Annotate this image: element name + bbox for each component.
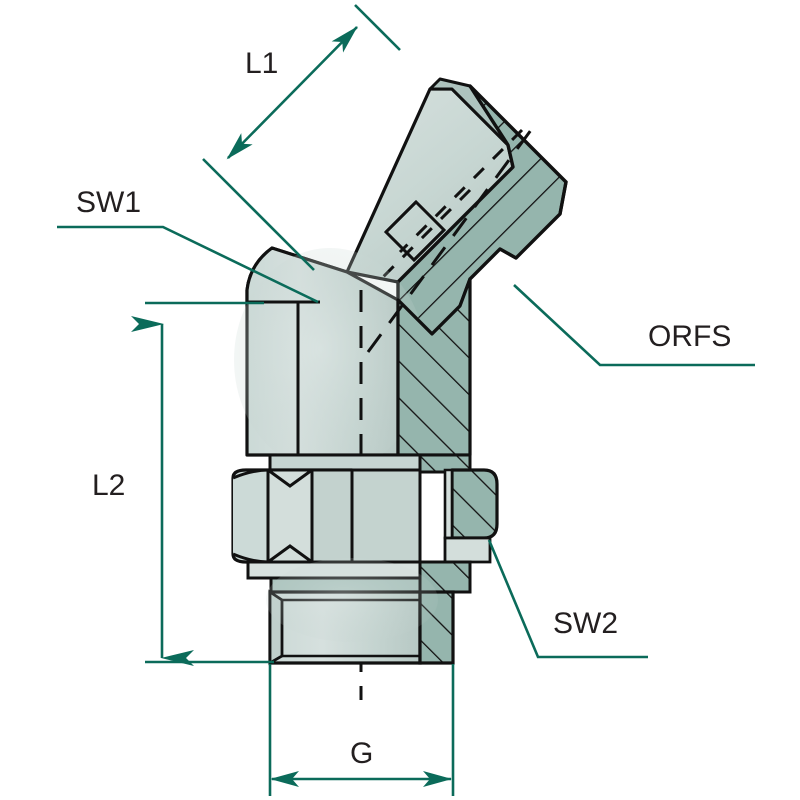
fitting-body [231, 77, 568, 700]
angled-bore-hidden-line [398, 128, 524, 254]
stud-highlight [266, 558, 438, 642]
hex-nut-facet-right [310, 468, 354, 564]
hex-nut-top-notch [267, 468, 313, 488]
label-l2: L2 [92, 469, 125, 502]
angled-port-outer-rim [468, 84, 568, 215]
dimension-g [268, 664, 455, 796]
dimension-layer [57, 4, 755, 796]
lower-stud-assembly [231, 453, 499, 666]
label-sw1: SW1 [76, 186, 141, 219]
hex-nut-bottom-notch [267, 544, 313, 564]
dimension-l1 [202, 4, 401, 271]
label-orfs: ORFS [648, 320, 731, 353]
label-layer: L1 L2 G SW1 SW2 ORFS [76, 47, 731, 770]
label-g: G [350, 737, 373, 770]
sw2-boss-inner-gap [443, 468, 454, 540]
sw2-leader-line [487, 539, 648, 659]
sw2-hex-boss [450, 468, 499, 540]
angled-port-branch [345, 77, 568, 336]
angled-collar-line-1 [384, 200, 418, 234]
body-highlight [234, 248, 426, 472]
dimension-l2 [131, 301, 274, 666]
diagonal-centerline [366, 125, 536, 353]
label-sw2: SW2 [553, 607, 618, 640]
angled-bore-hidden-line-2 [380, 188, 472, 280]
angled-port-step-edge-1 [499, 247, 517, 260]
hex-nut-facet-left [232, 468, 270, 564]
l1-dimension-line [226, 26, 358, 160]
hex-nut-section-part [350, 468, 422, 564]
orfs-leader-line [513, 284, 755, 367]
l1-extension-line-bottom [202, 158, 315, 271]
sw1-leader-line [57, 225, 319, 304]
l1-extension-line-top [354, 4, 401, 51]
label-l1: L1 [245, 47, 278, 80]
vertical-body [234, 125, 536, 700]
hex-nut-facet-mid [266, 468, 314, 564]
angled-collar-line-2 [412, 228, 446, 262]
sw2-boss-base-pad [443, 536, 492, 564]
